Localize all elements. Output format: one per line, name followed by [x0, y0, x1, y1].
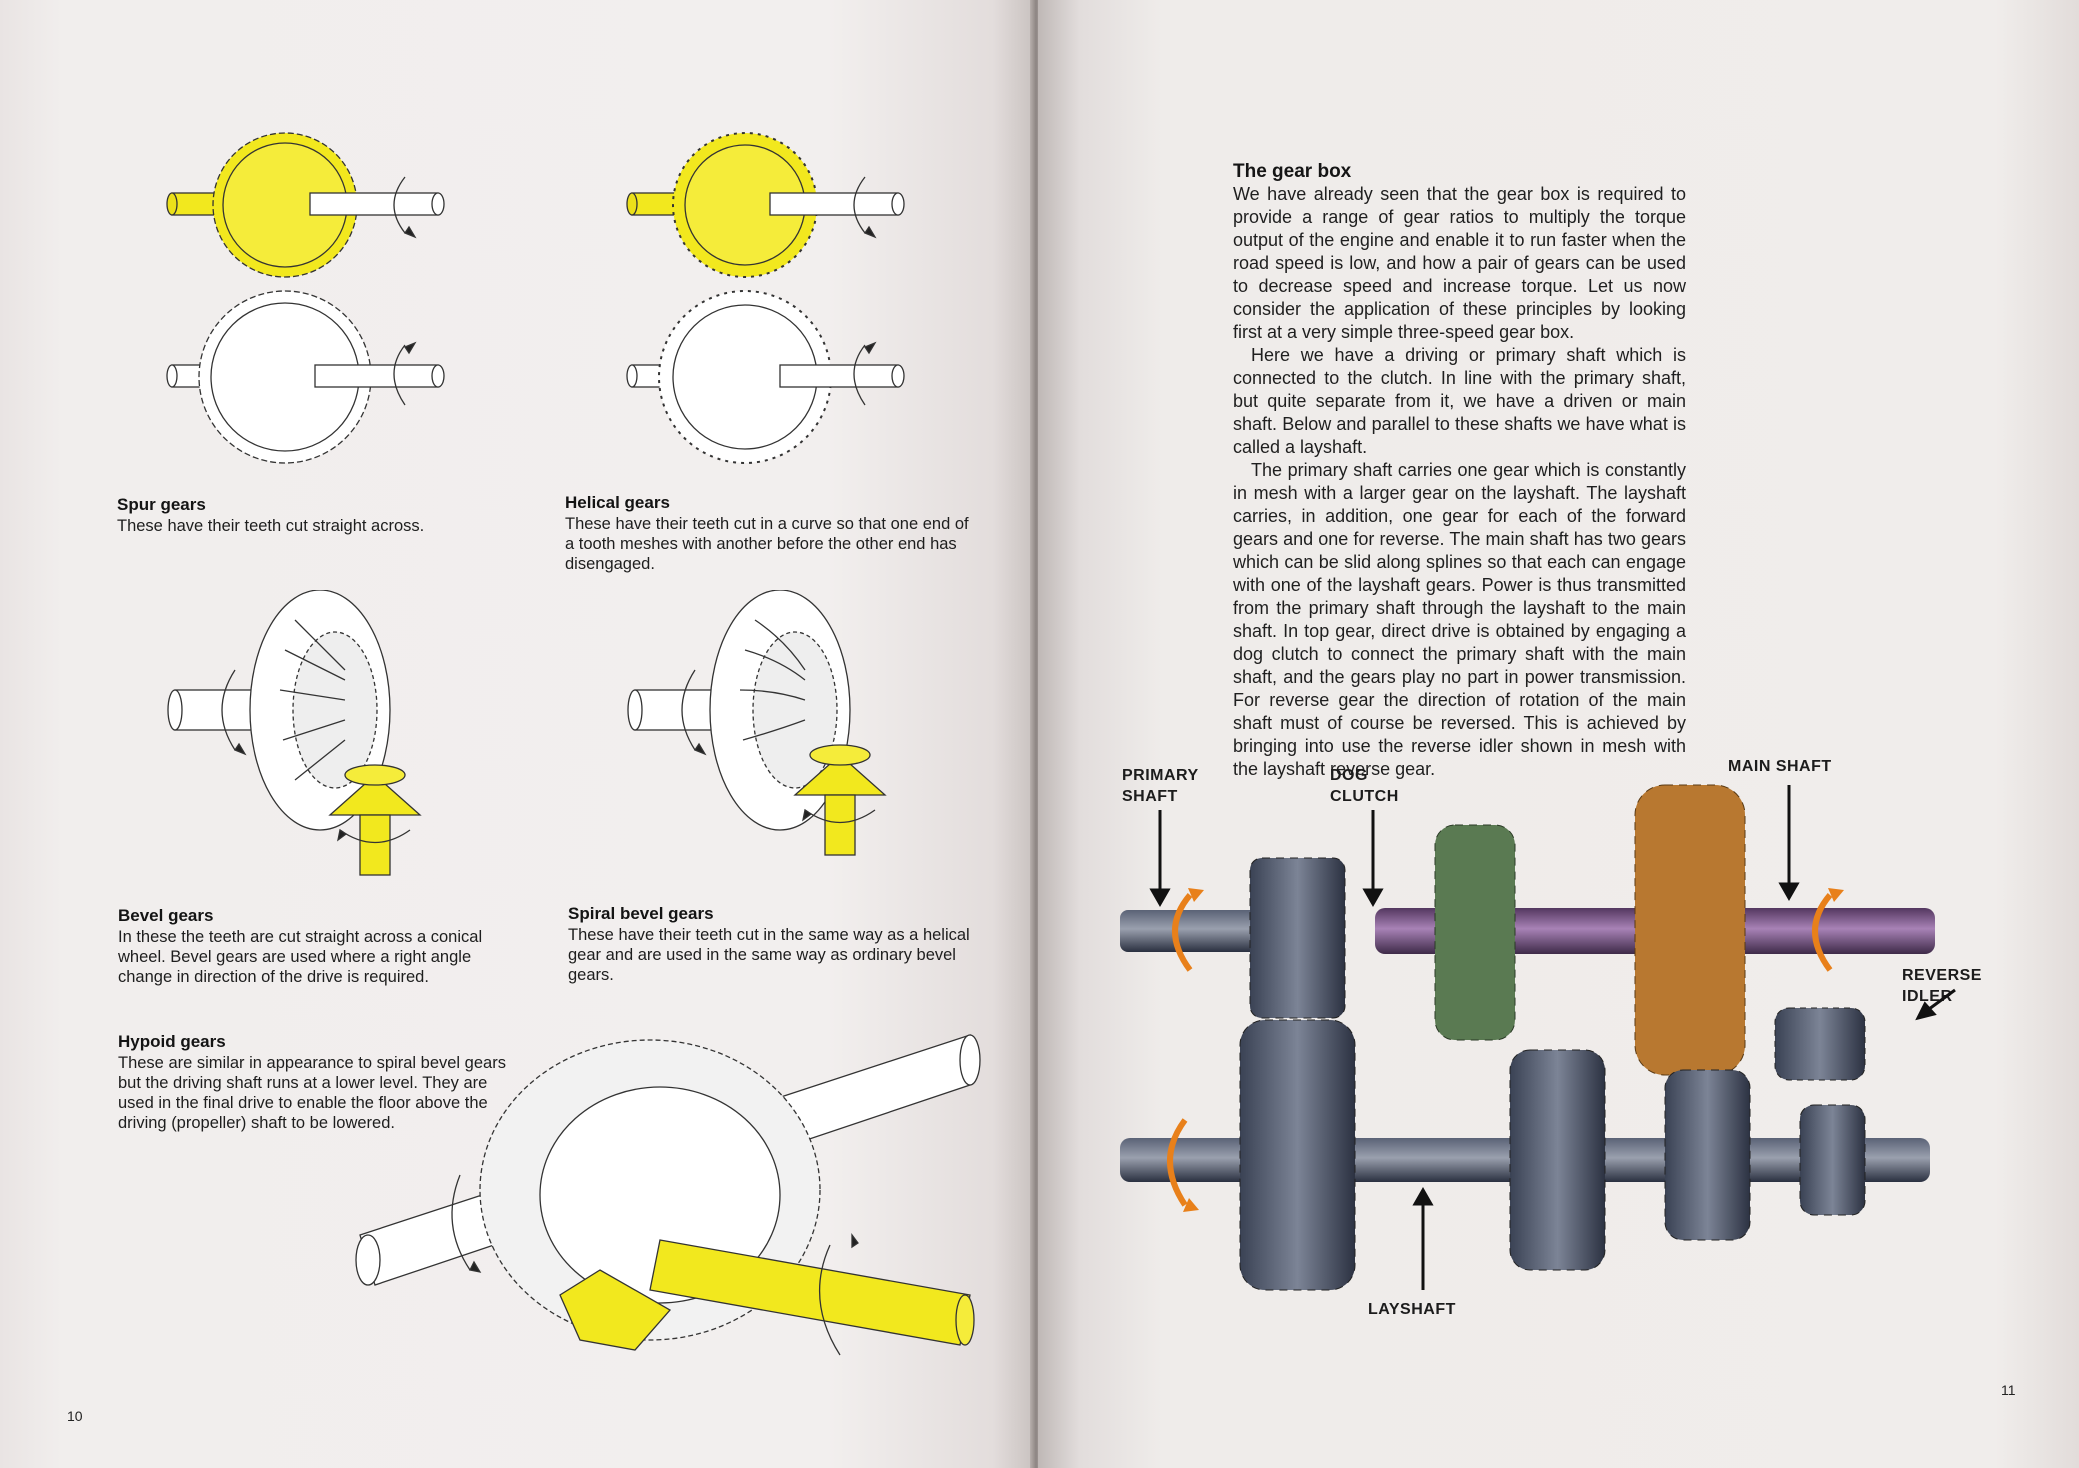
spur-gears-caption: Spur gears These have their teeth cut st…: [117, 495, 497, 536]
label-line: MAIN SHAFT: [1728, 758, 1832, 775]
caption-title: Spiral bevel gears: [568, 904, 714, 923]
label-line: SHAFT: [1122, 788, 1178, 805]
label-line: PRIMARY: [1122, 767, 1199, 784]
sliding-gear-bronze: [1634, 784, 1746, 1076]
bevel-gears-caption: Bevel gears In these the teeth are cut s…: [118, 906, 520, 987]
label-line: LAYSHAFT: [1368, 1301, 1456, 1318]
spiral-bevel-gears-caption: Spiral bevel gears These have their teet…: [568, 904, 973, 985]
rotation-arrowheads: [1183, 888, 1844, 1212]
rotation-arrows: [1167, 893, 1833, 1207]
label-line: REVERSE: [1902, 967, 1982, 984]
spiral-bevel-gears-illustration: [627, 590, 887, 856]
caption-title: Hypoid gears: [118, 1032, 226, 1051]
caption-text: These are similar in appearance to spira…: [118, 1054, 506, 1132]
helical-gears-illustration: [626, 132, 905, 464]
left-page: Spur gears These have their teeth cut st…: [0, 0, 1034, 1468]
sliding-gear-green: [1434, 824, 1516, 1041]
layshaft-constant-gear: [1239, 1019, 1356, 1291]
layshaft-gear-2: [1509, 1049, 1606, 1271]
caption-text: These have their teeth cut in a curve so…: [565, 515, 969, 573]
hypoid-gears-caption: Hypoid gears These are similar in appear…: [118, 1032, 520, 1133]
label-line: CLUTCH: [1330, 788, 1399, 805]
caption-title: Spur gears: [117, 495, 206, 514]
label-primary-shaft: PRIMARY SHAFT: [1122, 765, 1199, 807]
caption-title: Helical gears: [565, 493, 670, 512]
page-number: 10: [67, 1408, 83, 1424]
page-number: 11: [2001, 1382, 2016, 1398]
article-paragraph: We have already seen that the gear box i…: [1233, 184, 1686, 342]
hypoid-gears-illustration: [355, 1034, 981, 1356]
caption-text: In these the teeth are cut straight acro…: [118, 928, 483, 986]
helical-gears-caption: Helical gears These have their teeth cut…: [565, 493, 970, 574]
label-arrows: [1149, 785, 1956, 1290]
reverse-idler-gear: [1774, 1007, 1866, 1081]
caption-title: Bevel gears: [118, 906, 214, 925]
gear-box-article: The gear box We have already seen that t…: [1233, 160, 1686, 781]
spur-gears-illustration: [166, 132, 445, 464]
article-paragraph: Here we have a driving or primary shaft …: [1233, 345, 1686, 457]
primary-gear: [1249, 857, 1346, 1019]
layshaft-gear-1: [1664, 1069, 1751, 1241]
label-line: DOG: [1330, 767, 1368, 784]
caption-text: These have their teeth cut in the same w…: [568, 926, 970, 984]
caption-text: These have their teeth cut straight acro…: [117, 517, 425, 535]
bevel-gears-illustration: [167, 590, 422, 876]
label-layshaft: LAYSHAFT: [1368, 1299, 1456, 1320]
article-heading: The gear box: [1233, 161, 1352, 182]
layshaft-reverse-gear: [1799, 1104, 1866, 1216]
gear-box-diagram: [1120, 784, 1956, 1291]
primary-shaft: [1120, 910, 1260, 952]
article-paragraph: The primary shaft carries one gear which…: [1233, 460, 1686, 779]
label-main-shaft: MAIN SHAFT: [1728, 756, 1832, 777]
label-dog-clutch: DOG CLUTCH: [1330, 765, 1399, 807]
